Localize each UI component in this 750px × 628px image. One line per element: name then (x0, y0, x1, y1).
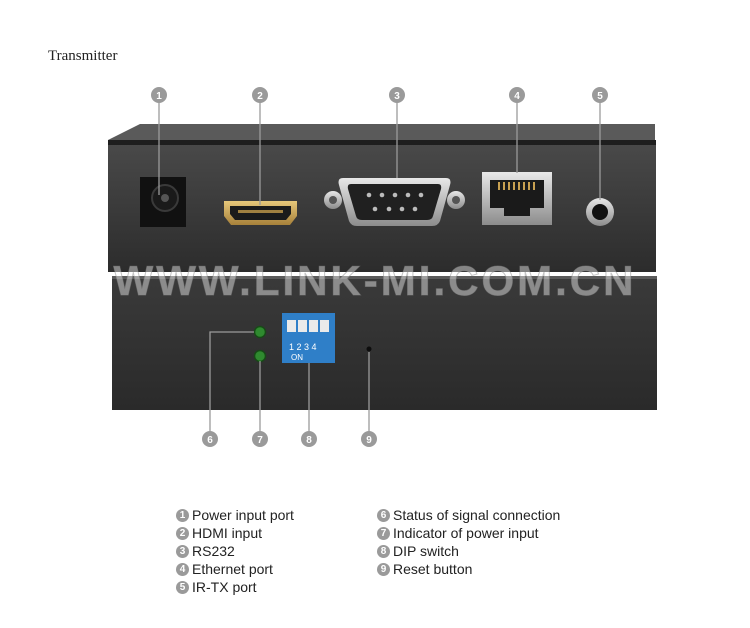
power-input-port (140, 177, 186, 227)
callout-3-number: 3 (394, 91, 400, 102)
dip-switch-numbers: 1 2 3 4 (289, 342, 317, 352)
legend-item: 3 RS232 (176, 542, 294, 560)
power-jack-pin (161, 194, 169, 202)
legend-number-badge: 1 (176, 508, 189, 522)
front-unit-face (112, 276, 657, 410)
legend-number-badge: 8 (377, 544, 390, 558)
legend-number-badge: 2 (176, 526, 189, 540)
callout-9-badge (361, 431, 377, 447)
ethernet-port (482, 172, 552, 225)
watermark: WWW.LINK-MI.COM.CN (114, 257, 637, 304)
legend-item: 8 DIP switch (377, 542, 560, 560)
callout-4-number: 4 (514, 91, 520, 102)
rs232-port (324, 178, 465, 226)
rear-unit-edge (108, 140, 656, 145)
callout-2-number: 2 (257, 91, 263, 102)
callout-1-badge (151, 87, 167, 103)
callout-6-badge (202, 431, 218, 447)
callout-3-badge (389, 87, 405, 103)
callout-7-number: 7 (257, 435, 263, 446)
hdmi-contacts (238, 210, 283, 213)
legend-number-badge: 6 (377, 508, 390, 522)
front-panel-unit (112, 276, 657, 410)
legend-label: Status of signal connection (393, 507, 561, 523)
callout-6-number: 6 (207, 435, 213, 446)
front-unit-edge (112, 276, 657, 279)
legend-label: HDMI input (192, 525, 263, 541)
ir-jack-hole (592, 204, 608, 220)
signal-led (253, 325, 267, 339)
hdmi-input-port (224, 201, 297, 225)
legend-right: 6 Status of signal connection 7 Indicato… (377, 506, 560, 578)
ethernet-contacts (498, 182, 535, 190)
callout-5-badge (592, 87, 608, 103)
callout-5-number: 5 (597, 91, 603, 102)
legend-label: Power input port (192, 507, 294, 523)
dip-switch-on-label: ON (291, 353, 303, 362)
callout-badges: 1 2 3 4 5 6 7 8 9 (151, 87, 608, 447)
page-title: Transmitter (48, 48, 118, 64)
rs232-pins (366, 192, 424, 212)
callout-8-number: 8 (306, 435, 312, 446)
dip-switch: 1 2 3 4 ON (282, 313, 335, 363)
legend-number-badge: 4 (176, 562, 189, 576)
legend-item: 1 Power input port (176, 506, 294, 524)
legend-label: Ethernet port (192, 561, 273, 577)
legend-label: Indicator of power input (393, 525, 539, 541)
legend-number-badge: 7 (377, 526, 390, 540)
power-led (253, 349, 267, 363)
legend-number-badge: 3 (176, 544, 189, 558)
callout-2-badge (252, 87, 268, 103)
callout-9-number: 9 (366, 435, 372, 446)
callout-7-badge (252, 431, 268, 447)
legend-label: DIP switch (393, 543, 459, 559)
legend-label: Reset button (393, 561, 473, 577)
legend-item: 5 IR-TX port (176, 578, 294, 596)
legend-label: IR-TX port (192, 579, 257, 595)
legend-item: 9 Reset button (377, 560, 560, 578)
legend-number-badge: 5 (176, 580, 189, 594)
legend-number-badge: 9 (377, 562, 390, 576)
ir-tx-port (586, 198, 614, 226)
callout-4-badge (509, 87, 525, 103)
legend-item: 2 HDMI input (176, 524, 294, 542)
legend-left: 1 Power input port 2 HDMI input 3 RS232 … (176, 506, 294, 596)
legend-item: 4 Ethernet port (176, 560, 294, 578)
reset-button (366, 346, 372, 352)
legend-label: RS232 (192, 543, 235, 559)
callout-8-badge (301, 431, 317, 447)
transmitter-diagram: 1 2 3 4 ON WWW.LINK-MI.COM.CN 1 2 3 4 5 … (108, 87, 657, 447)
rs232-opening (347, 184, 442, 220)
legend-item: 6 Status of signal connection (377, 506, 560, 524)
rear-unit-top (108, 124, 655, 140)
callout-1-number: 1 (156, 91, 162, 102)
legend-item: 7 Indicator of power input (377, 524, 560, 542)
dip-switch-toggles (287, 320, 329, 332)
callout-lines (158, 102, 601, 432)
rear-panel-unit (108, 124, 656, 272)
